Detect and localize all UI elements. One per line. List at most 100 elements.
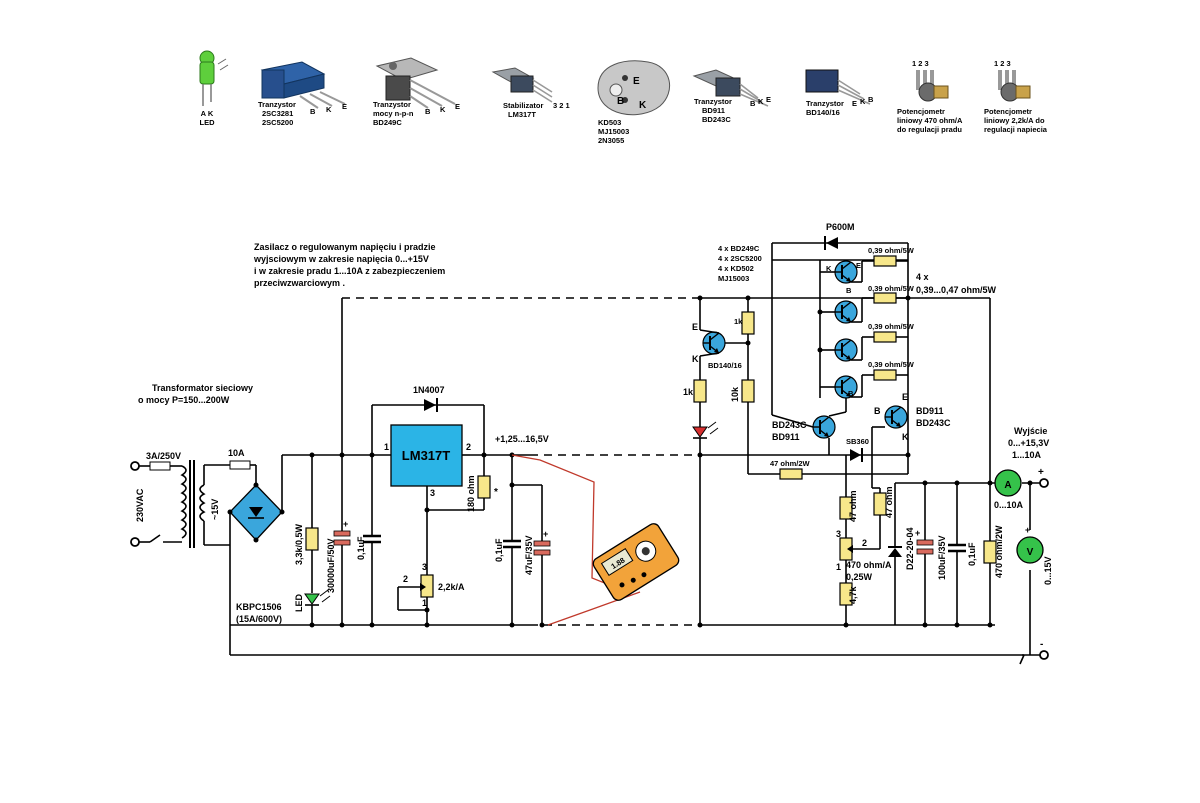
output-minus: - (1040, 639, 1043, 650)
legend-pot470-line2: liniowy 470 ohm/A (897, 116, 963, 125)
legend-kd503-line1: KD503 (598, 118, 621, 127)
multimeter: 1.88 (511, 454, 680, 626)
description-line2: wyjsciowym w zakresie napięcia 0...+15V (253, 254, 429, 264)
output-plus: + (1038, 467, 1044, 478)
transformer-label-line2: o mocy P=150...200W (138, 395, 230, 405)
pot-22k-pin1: 1 (422, 598, 427, 608)
r-039-2 (873, 292, 897, 304)
r-039-1-label: 0,39 ohm/5W (868, 246, 915, 255)
r-1k-a (693, 379, 707, 403)
legend-pot22k-line1: Potencjometr (984, 107, 1032, 116)
r-470-2w-label: 470 ohm/2W (994, 525, 1004, 578)
legend-lm317t-pins: 3 2 1 (553, 101, 570, 110)
legend-bd911-pin-e: E (766, 95, 771, 104)
transformer-section: Transformator sieciowy o mocy P=150...20… (130, 383, 257, 548)
r-1k-a-label: 1k (683, 387, 694, 397)
description: Zasilacz o regulowanym napięciu i pradzi… (253, 242, 445, 288)
vout-range-label: +1,25...16,5V (495, 434, 549, 444)
q-drv-right-b: B (874, 406, 881, 416)
legend-pot-22k: 1 2 3 Potencjometr liniowy 2,2k/A do reg… (984, 59, 1048, 134)
q-drv-right-k: K (902, 432, 909, 442)
r-039-2-label: 0,39 ohm/5W (868, 284, 915, 293)
legend-pot22k-line2: liniowy 2,2k/A do (984, 116, 1045, 125)
pot-470-label-line2: 0,25W (846, 572, 873, 582)
r-47-a-label: 47 ohm (848, 490, 858, 522)
ammeter-label: A (1004, 480, 1011, 491)
legend-pot-470: 1 2 3 Potencjometr liniowy 470 ohm/A do … (897, 59, 963, 134)
output-terminal-minus[interactable] (1039, 650, 1049, 660)
c-01a: 0,1uF (356, 452, 381, 628)
sb360-diode-icon (850, 449, 861, 461)
voltmeter-range: 0...15V (1043, 556, 1053, 585)
fuse-main (149, 461, 171, 471)
c-100u-plus: + (915, 528, 920, 538)
legend-2sc3281-pin-b: B (310, 107, 316, 116)
diode-1n4007: 1N4007 (413, 385, 445, 412)
legend-bd249c-line2: mocy n-p-n (373, 109, 414, 118)
description-line4: przeciwzwarciowym . (254, 278, 345, 288)
description-line3: i w zakresie pradu 1...10A z zabezpiecze… (254, 266, 445, 276)
legend-bd140-line2: BD140/16 (806, 108, 840, 117)
legend-2sc3281-line3: 2SC5200 (262, 118, 293, 127)
pin-k-label: K (826, 264, 832, 273)
output-terminal-plus[interactable] (1039, 478, 1049, 488)
r-180-asterisk: * (494, 487, 498, 498)
legend-lm317t-line2: LM317T (508, 110, 536, 119)
pot470-pin3: 3 (836, 529, 841, 539)
led-branch: 3,3k/0,5W LED (294, 452, 331, 628)
legend-bd249c-pin-b: B (425, 107, 431, 116)
voltmeter-icon (1016, 536, 1044, 564)
pot470-pin1: 1 (836, 562, 841, 572)
led-icon-schematic (304, 593, 320, 605)
bridge-label-line2: (15A/600V) (236, 614, 282, 624)
r-group-line1: 4 x (916, 272, 929, 282)
legend-bd249c: Tranzystor mocy n-p-n BD249C B K E (373, 57, 460, 127)
legend-kd503: E B K KD503 MJ15003 2N3055 (597, 60, 670, 145)
current-sense: 47 ohm 3 2 1 47 ohm 470 ohm/A 0,25W 4,7k (836, 455, 894, 628)
c-47u-label: 47uF/35V (524, 535, 534, 575)
output-label-line3: 1...10A (1012, 450, 1042, 460)
r-1k-b (741, 311, 755, 335)
legend-kd503-pin-b: B (617, 96, 624, 107)
legend-pot22k-pins: 1 2 3 (994, 59, 1011, 68)
p600m-diode-icon (826, 237, 838, 249)
legend-bd140-pin-k: K (860, 97, 866, 106)
multimeter-body (592, 523, 680, 601)
pot-22k-pin2: 2 (403, 574, 408, 584)
legend-kd503-line2: MJ15003 (598, 127, 629, 136)
c-01c-label: 0,1uF (967, 542, 977, 566)
legend-bd140: Tranzystor BD140/16 E K B (805, 69, 874, 117)
r-10k (741, 379, 755, 403)
r-039-1 (873, 255, 897, 267)
legend-bd911-line3: BD243C (702, 115, 731, 124)
pot-22k-label: 2,2k/A (438, 582, 465, 592)
led-red-icon (692, 426, 708, 438)
secondary-v-label: ~15V (210, 499, 220, 520)
c-main-label: 30000uF/50V (326, 538, 336, 593)
ac-in-label: 230VAC (135, 488, 145, 522)
legend-bd140-pin-b: B (868, 95, 874, 104)
legend-kd503-pin-k: K (639, 100, 647, 111)
legend-led-line1: A K (201, 109, 214, 118)
r-4k7-label: 4,7k (848, 585, 858, 604)
legend-bd911: Tranzystor BD911 BD243C B K E (692, 69, 771, 124)
fuse-main-label: 3A/250V (146, 451, 181, 461)
pin-e-label: E (856, 261, 861, 270)
legend-lm317t-line1: Stabilizator (503, 101, 544, 110)
c-01b-label: 0,1uF (494, 538, 504, 562)
q-bd140-k: K (692, 354, 699, 364)
d22-diode-icon (888, 548, 902, 557)
c-01a-label: 0,1uF (356, 536, 366, 560)
power-list-4: MJ15003 (718, 274, 749, 283)
bd140-section: E K BD140/16 1k 1k 10k (683, 295, 908, 628)
legend-bd911-pin-b: B (750, 99, 756, 108)
transformer-secondary (199, 484, 206, 522)
ammeter-range: 0...10A (994, 500, 1024, 510)
q-drv-right-e: E (902, 392, 908, 402)
pin-b2-label: B (848, 389, 854, 398)
legend-bd249c-pin-e: E (455, 102, 460, 111)
pot470-pin2: 2 (862, 538, 867, 548)
legend-2sc3281-line2: 2SC3281 (262, 109, 293, 118)
fuse-secondary (229, 460, 251, 470)
